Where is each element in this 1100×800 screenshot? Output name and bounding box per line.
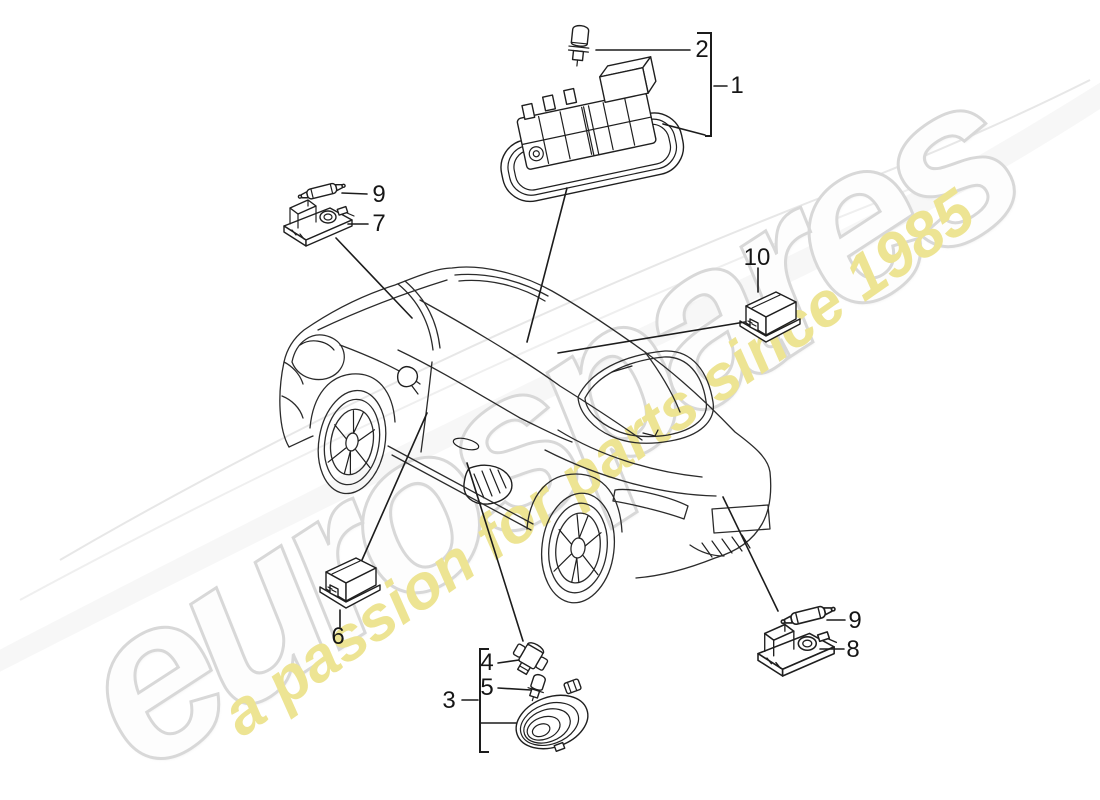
part-drawing-light-7[interactable]: [283, 199, 355, 247]
callout-2[interactable]: 2: [695, 36, 709, 63]
part-drawing-light-8[interactable]: [757, 623, 838, 677]
part-drawing-interior-light-unit[interactable]: [484, 54, 688, 207]
part-drawing-festoon-bulb-upper[interactable]: [296, 179, 347, 203]
part-drawing-bulb-5[interactable]: [525, 673, 548, 703]
callout-3[interactable]: 3: [442, 687, 456, 714]
callout-9-lower[interactable]: 9: [848, 607, 862, 634]
part-drawing-socket-4[interactable]: [507, 637, 552, 681]
leader-lines: [335, 32, 846, 753]
part-drawing-bulb-2[interactable]: [567, 24, 591, 67]
callout-1[interactable]: 1: [730, 72, 744, 99]
callout-7[interactable]: 7: [372, 210, 386, 237]
callout-8[interactable]: 8: [846, 636, 860, 663]
callout-4[interactable]: 4: [480, 649, 494, 676]
part-drawing-festoon-bulb-lower[interactable]: [779, 602, 838, 629]
callout-10[interactable]: 10: [743, 244, 771, 271]
part-drawing-light-10[interactable]: [739, 291, 801, 343]
callout-9-upper[interactable]: 9: [372, 181, 386, 208]
part-drawing-lamp-3[interactable]: [506, 678, 598, 762]
callout-5[interactable]: 5: [480, 674, 494, 701]
callout-6[interactable]: 6: [331, 623, 345, 650]
car-line-drawing: [279, 266, 772, 604]
part-drawing-light-6[interactable]: [319, 557, 381, 609]
